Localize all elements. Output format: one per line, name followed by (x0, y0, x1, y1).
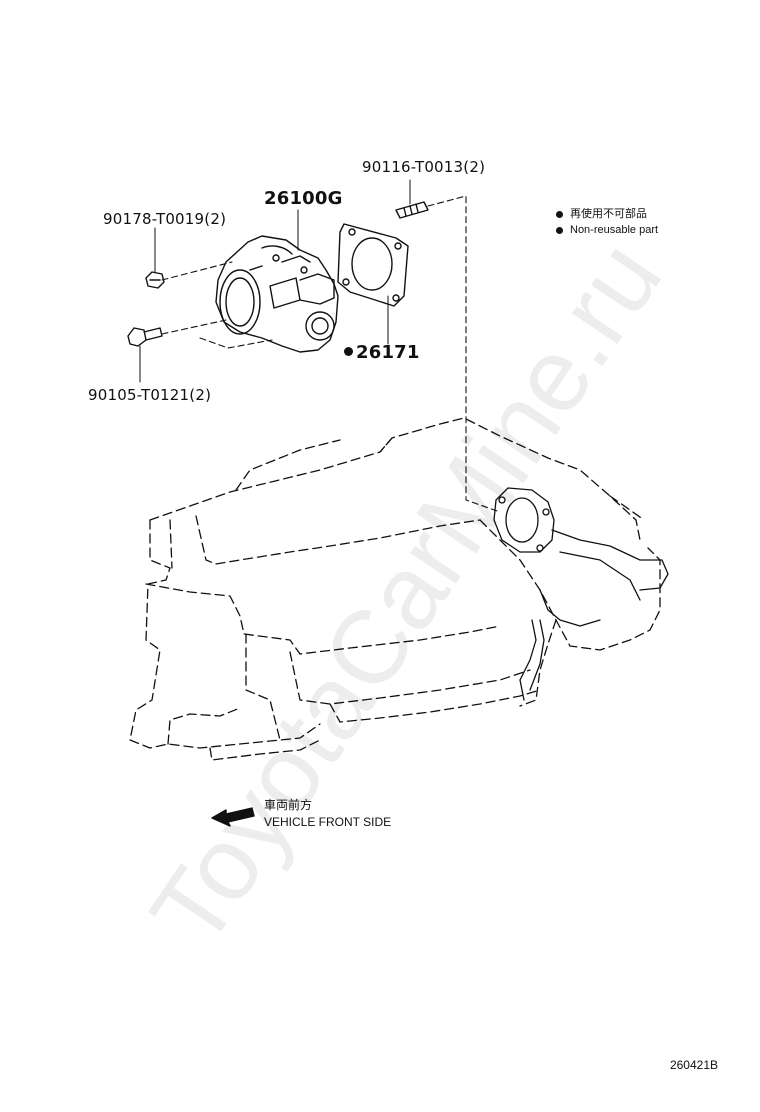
engine-block (129, 417, 661, 761)
front-direction-arrow (211, 807, 255, 827)
bolt (127, 327, 163, 347)
nut (145, 271, 165, 289)
legend: 再使用不可部品 Non-reusable part (556, 206, 658, 238)
legend-row-en: Non-reusable part (556, 222, 658, 238)
leader-lines (139, 179, 411, 383)
callout-bolt: 90105-T0121(2) (88, 386, 212, 404)
legend-text-jp: 再使用不可部品 (570, 208, 647, 220)
non-reusable-dot-icon (556, 210, 563, 218)
callout-gasket: 26171 (344, 342, 420, 363)
non-reusable-dot-icon (556, 226, 563, 234)
gasket (337, 223, 409, 307)
callout-nut: 90178-T0019(2) (103, 210, 227, 228)
stud (395, 201, 429, 219)
figure-code: 260421B (669, 1058, 718, 1072)
callout-stud: 90116-T0013(2) (362, 158, 486, 176)
callout-gasket-number: 26171 (356, 342, 420, 363)
throttle-body (215, 235, 339, 353)
legend-row-jp: 再使用不可部品 (556, 206, 658, 222)
non-reusable-dot-icon (344, 347, 353, 356)
front-direction-label: 車両前方 VEHICLE FRONT SIDE (264, 797, 391, 831)
front-direction-en: VEHICLE FRONT SIDE (264, 815, 392, 829)
alignment-lines (161, 195, 501, 513)
engine-throttle-mount (493, 487, 669, 701)
legend-text-en: Non-reusable part (570, 224, 659, 236)
callout-throttle-body: 26100G (264, 188, 343, 209)
front-direction-jp: 車両前方 (264, 798, 313, 812)
